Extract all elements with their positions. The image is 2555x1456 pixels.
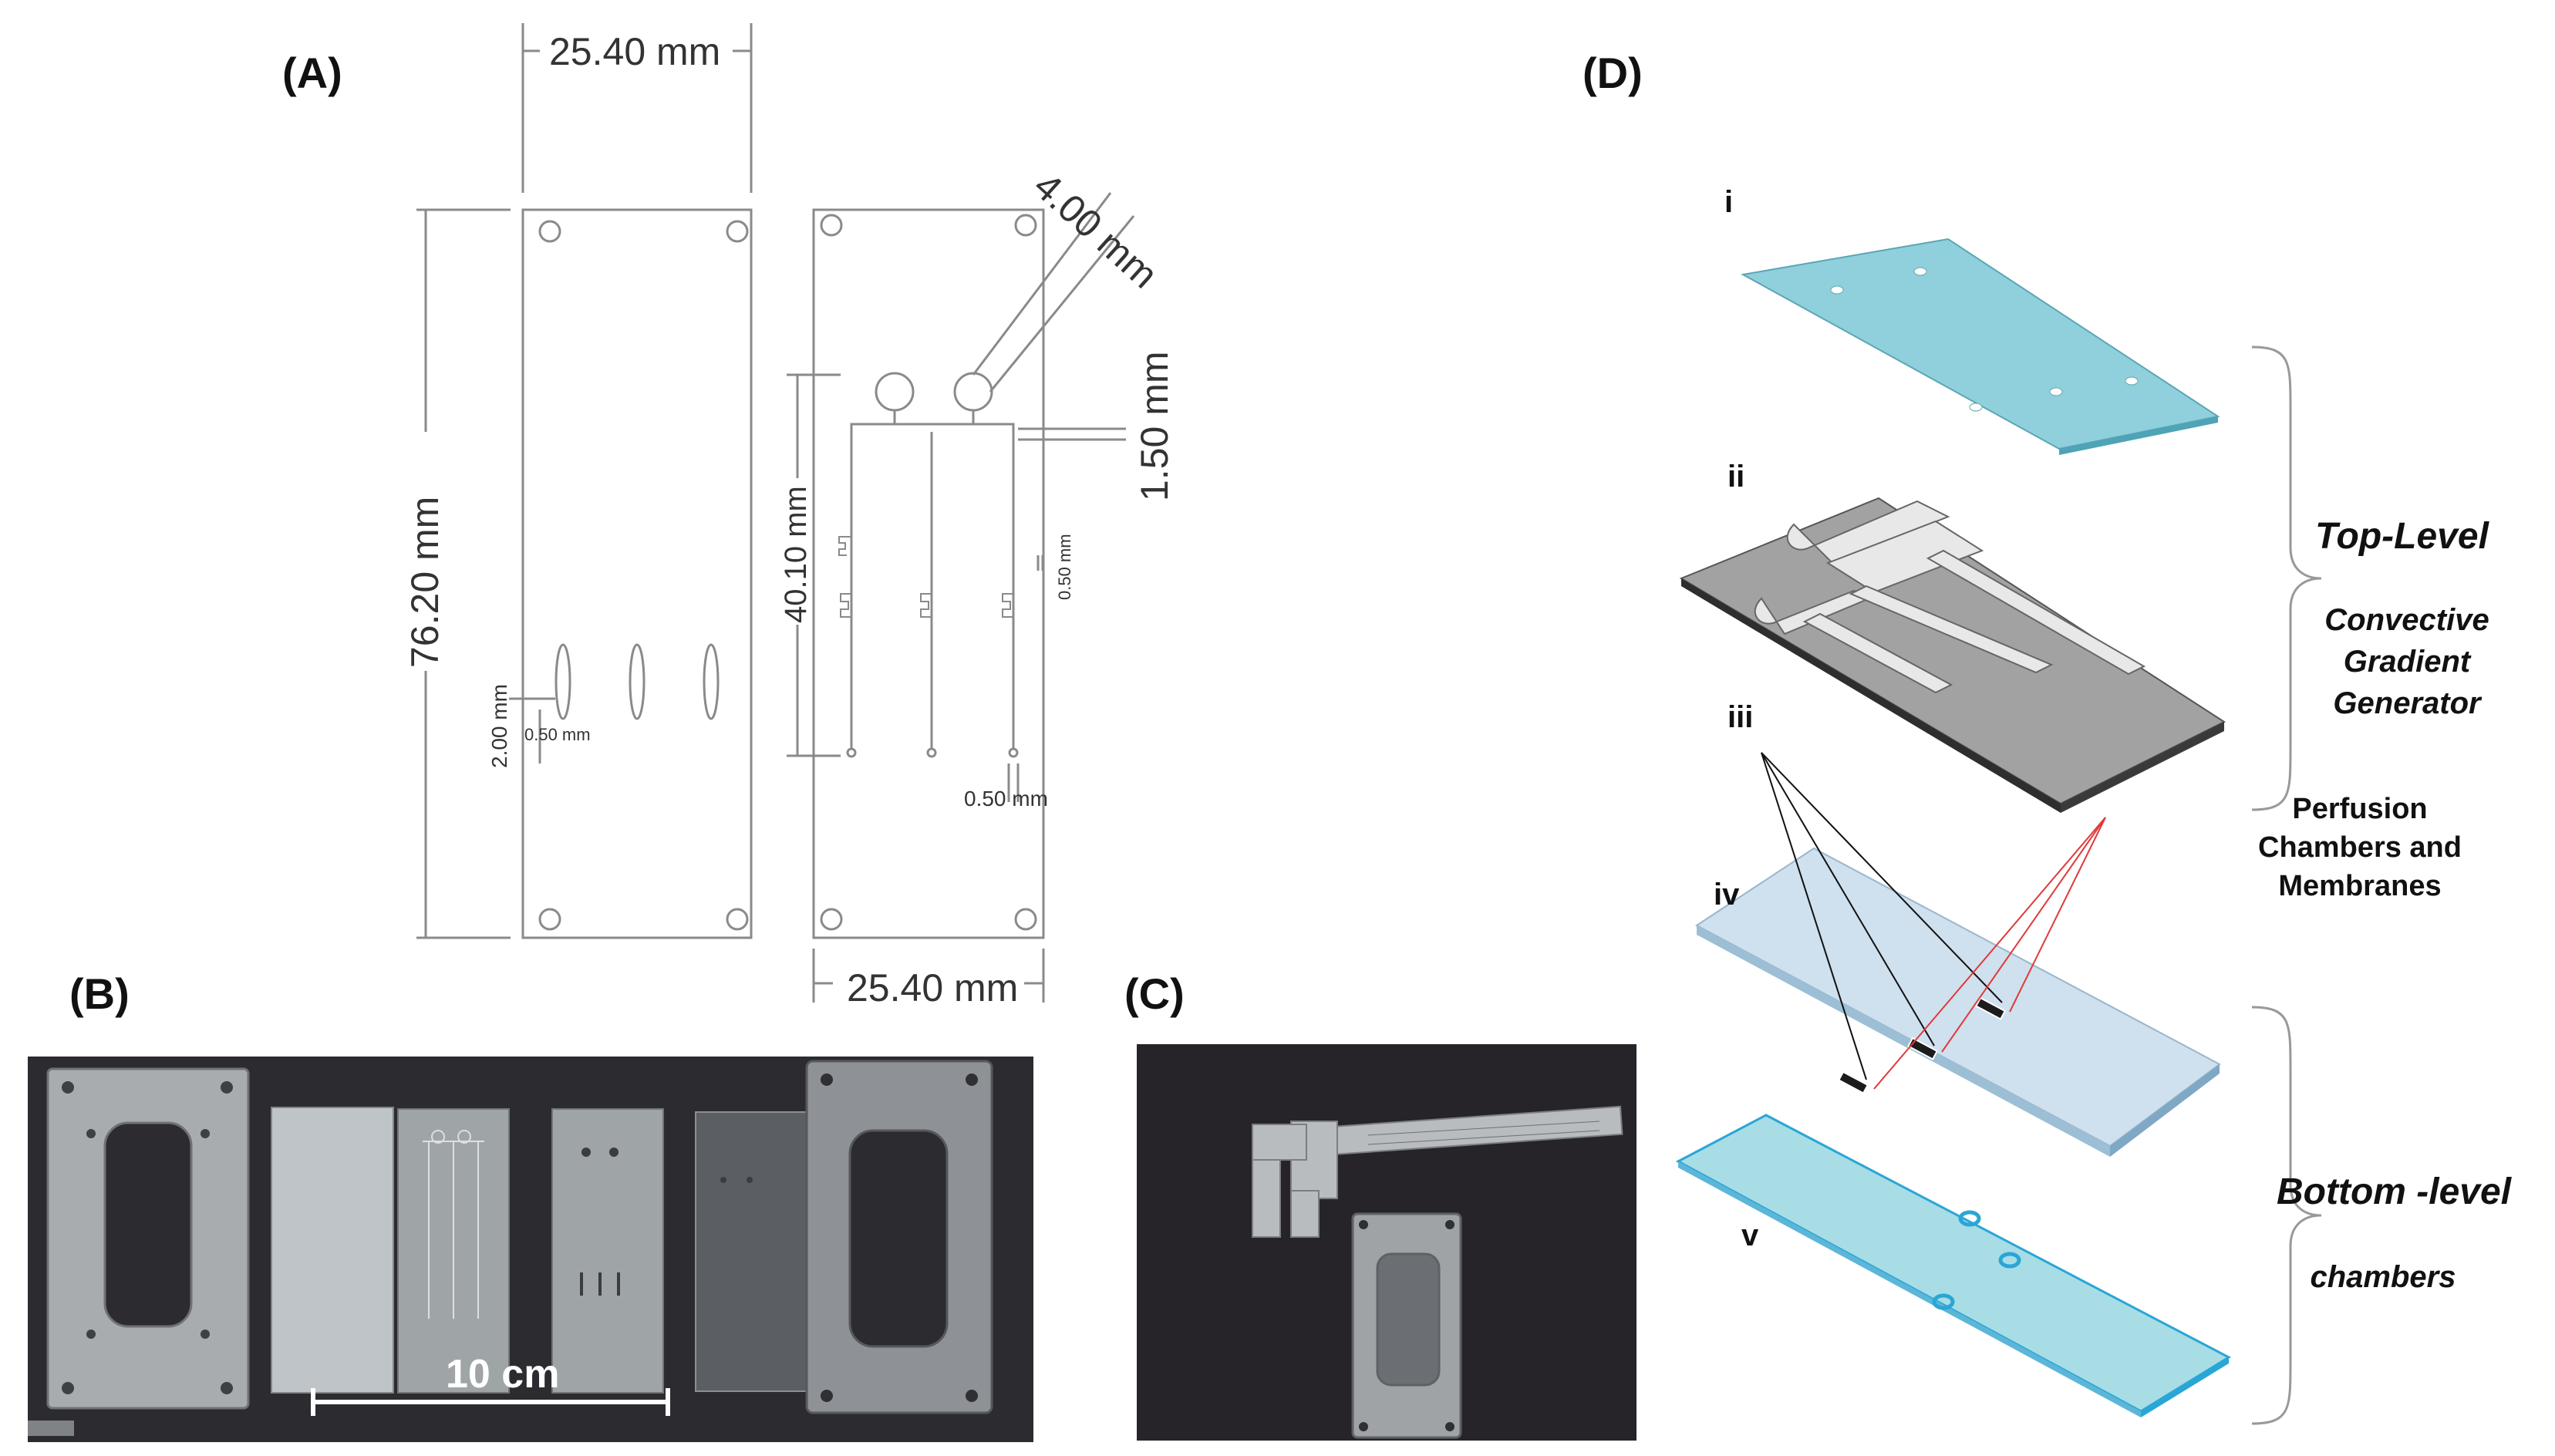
- corner-hole: [820, 214, 843, 237]
- dim-channel-offset: 1.50 mm: [1133, 351, 1176, 501]
- layer-iv-label: iv: [1714, 878, 1740, 912]
- dim-slot-length: 2.00 mm: [487, 684, 511, 768]
- perfusion-label-1: Perfusion: [2292, 793, 2428, 825]
- panel-a-label: (A): [282, 49, 342, 97]
- slot: [629, 643, 645, 720]
- top-level-sub-3: Generator: [2333, 686, 2481, 720]
- dim-channel-length: 40.10 mm: [779, 486, 813, 623]
- dim-outlet-width: 0.50 mm: [964, 787, 1048, 811]
- membrane-plate: [695, 1111, 812, 1392]
- layer-v-label: v: [1741, 1218, 1759, 1252]
- panel-b-label: (B): [69, 969, 130, 1018]
- panel-c-photo: [1137, 1044, 1636, 1441]
- frame-plate: [805, 1060, 993, 1414]
- inlet-port: [875, 372, 915, 412]
- assembled-device: [1351, 1212, 1462, 1439]
- bottom-level-label: Bottom -level: [2277, 1171, 2512, 1212]
- layer-iii-label: iii: [1727, 700, 1754, 734]
- layer-ii: [1679, 497, 2226, 813]
- panel-c-label: (C): [1124, 969, 1185, 1018]
- corner-hole: [1014, 908, 1037, 931]
- top-level-sub-2: Gradient: [2343, 645, 2471, 679]
- corner-hole: [726, 908, 749, 931]
- inlet-port: [953, 372, 993, 412]
- frame-plate: [46, 1067, 250, 1410]
- corner-hole: [1014, 214, 1037, 237]
- corner-hole: [726, 220, 749, 243]
- layer-iv: [1695, 847, 2221, 1157]
- panel-d-exploded-view: [1675, 238, 2322, 1425]
- layer-i-label: i: [1724, 185, 1734, 219]
- top-plate-outline: [521, 208, 753, 939]
- panel-d-label: (D): [1583, 49, 1643, 97]
- dim-width-bottom: 25.40 mm: [847, 966, 1019, 1009]
- panel-a-drawing: [416, 23, 1135, 1003]
- channel-plate-outline: [812, 208, 1045, 939]
- dim-channel-width: 0.50 mm: [1055, 534, 1074, 600]
- bottom-level-sub: chambers: [2310, 1260, 2456, 1294]
- layer-v: [1675, 1114, 2232, 1417]
- perfusion-label-2: Chambers and: [2258, 831, 2462, 864]
- top-level-sub-1: Convective: [2324, 603, 2489, 637]
- panel-b-photo: [28, 1057, 1033, 1442]
- scale-bar-label: 10 cm: [446, 1352, 560, 1397]
- layer-ii-label: ii: [1727, 460, 1745, 494]
- caliper: [1252, 1105, 1623, 1238]
- corner-hole: [820, 908, 843, 931]
- dim-slot-width: 0.50 mm: [524, 725, 591, 744]
- slot: [703, 643, 720, 720]
- top-level-label: Top-Level: [2315, 516, 2489, 557]
- dim-width-top: 25.40 mm: [549, 30, 721, 73]
- slot: [554, 643, 571, 720]
- corner-hole: [538, 908, 561, 931]
- layer-i: [1741, 238, 2220, 455]
- corner-hole: [538, 220, 561, 243]
- dim-height: 76.20 mm: [403, 496, 447, 668]
- perfusion-label-3: Membranes: [2278, 870, 2442, 902]
- slide-plate: [271, 1107, 394, 1394]
- slide-plate: [551, 1108, 664, 1394]
